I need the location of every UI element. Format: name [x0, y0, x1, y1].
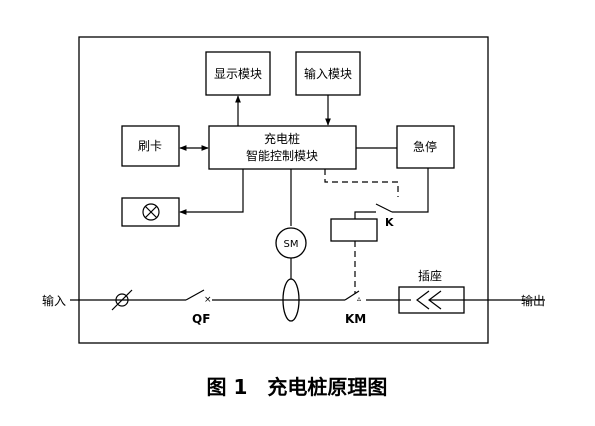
km-contactor-blade	[344, 290, 360, 301]
qf-label: QF	[192, 312, 210, 326]
dashed-link-to-k	[324, 169, 399, 197]
fuse-icon	[115, 293, 129, 307]
k-label: K	[385, 216, 394, 229]
display-module-box	[205, 51, 271, 96]
input-module-label: 输入模块	[304, 66, 352, 81]
sm-label: SM	[284, 239, 299, 250]
arrow-to-lamp	[179, 169, 244, 215]
controller-label-line1: 充电桩	[264, 131, 300, 146]
k-to-relay-wire	[354, 211, 376, 219]
indicator-lamp-icon	[142, 203, 160, 221]
card-reader-box	[121, 125, 180, 167]
display-module-label: 显示模块	[214, 67, 262, 81]
km-contact-mark: ▵	[357, 294, 361, 303]
lamp-box	[121, 197, 180, 227]
estop-k-wire	[392, 168, 429, 213]
plug-label: 插座	[418, 268, 442, 283]
k-switch-blade	[375, 203, 393, 213]
input-label: 输入	[42, 293, 66, 308]
qf-contact-mark: ×	[204, 295, 212, 305]
plug-socket-icon	[416, 290, 430, 310]
qf-breaker-blade	[185, 289, 205, 301]
controller-label-line2: 智能控制模块	[246, 148, 318, 163]
estop-box	[396, 125, 455, 169]
km-label: KM	[345, 312, 366, 326]
output-label: 输出	[521, 293, 545, 308]
figure-caption: 图 1 充电桩原理图	[207, 375, 388, 399]
estop-label: 急停	[413, 139, 437, 154]
card-reader-label: 刷卡	[138, 139, 162, 153]
relay-coil	[330, 218, 378, 242]
outer-frame	[78, 36, 489, 344]
